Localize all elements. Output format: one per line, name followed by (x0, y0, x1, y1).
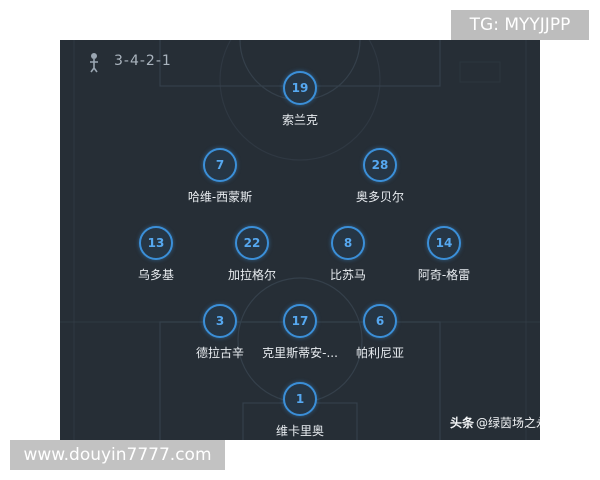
player-ram[interactable]: 28 奥多贝尔 (320, 148, 440, 205)
player-number: 14 (427, 226, 461, 260)
lineup-pitch: 3-4-2-1 19 索兰克 7 哈维-西蒙斯 28 奥多贝尔 13 乌多基 2… (60, 40, 540, 440)
player-number: 7 (203, 148, 237, 182)
player-name: 阿奇-格雷 (417, 268, 471, 282)
player-name: 维卡里奥 (275, 424, 324, 438)
player-lcm[interactable]: 22 加拉格尔 (192, 226, 312, 283)
player-name: 奥多贝尔 (355, 190, 404, 204)
player-name: 加拉格尔 (227, 268, 276, 282)
player-lm[interactable]: 13 乌多基 (96, 226, 216, 283)
watermark-top: TG: MYYJJPP (451, 10, 589, 40)
player-name: 克里斯蒂安-... (262, 346, 338, 360)
player-number: 6 (363, 304, 397, 338)
player-number: 3 (203, 304, 237, 338)
player-number: 19 (283, 71, 317, 105)
player-lcb[interactable]: 3 德拉古辛 (160, 304, 280, 361)
player-number: 8 (331, 226, 365, 260)
player-cb[interactable]: 17 克里斯蒂安-... (240, 304, 360, 361)
player-name: 索兰克 (281, 113, 318, 127)
player-lam[interactable]: 7 哈维-西蒙斯 (160, 148, 280, 205)
player-name: 德拉古辛 (195, 346, 244, 360)
formation-label: 3-4-2-1 (114, 53, 172, 69)
player-rcm[interactable]: 8 比苏马 (288, 226, 408, 283)
credit-handle: @绿茵场之永不独行 (476, 416, 540, 430)
player-name: 哈维-西蒙斯 (187, 190, 253, 204)
player-name: 帕利尼亚 (355, 346, 404, 360)
player-number: 17 (283, 304, 317, 338)
team-crest-icon (90, 53, 98, 73)
source-credit: 头条@绿茵场之永不独行 (450, 414, 540, 431)
player-name: 比苏马 (329, 268, 366, 282)
player-rcb[interactable]: 6 帕利尼亚 (320, 304, 440, 361)
player-name: 乌多基 (137, 268, 174, 282)
player-number: 13 (139, 226, 173, 260)
player-number: 28 (363, 148, 397, 182)
credit-brand: 头条 (450, 416, 475, 430)
player-number: 22 (235, 226, 269, 260)
player-rm[interactable]: 14 阿奇-格雷 (384, 226, 504, 283)
player-gk[interactable]: 1 维卡里奥 (240, 382, 360, 439)
player-st[interactable]: 19 索兰克 (240, 71, 360, 128)
watermark-bottom: www.douyin7777.com (10, 440, 225, 470)
player-number: 1 (283, 382, 317, 416)
